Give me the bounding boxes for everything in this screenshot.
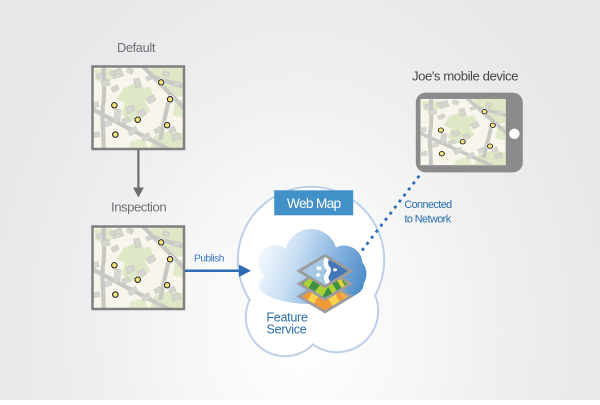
svg-text:Publish: Publish	[194, 253, 224, 264]
svg-text:Web Map: Web Map	[287, 196, 342, 211]
svg-text:Feature: Feature	[266, 311, 308, 325]
svg-text:Inspection: Inspection	[111, 200, 166, 215]
svg-text:to Network: to Network	[404, 213, 451, 225]
svg-text:Connected: Connected	[404, 199, 452, 211]
svg-text:Default: Default	[117, 40, 156, 55]
svg-text:Joe's mobile device: Joe's mobile device	[412, 69, 518, 84]
svg-text:Service: Service	[267, 322, 307, 336]
